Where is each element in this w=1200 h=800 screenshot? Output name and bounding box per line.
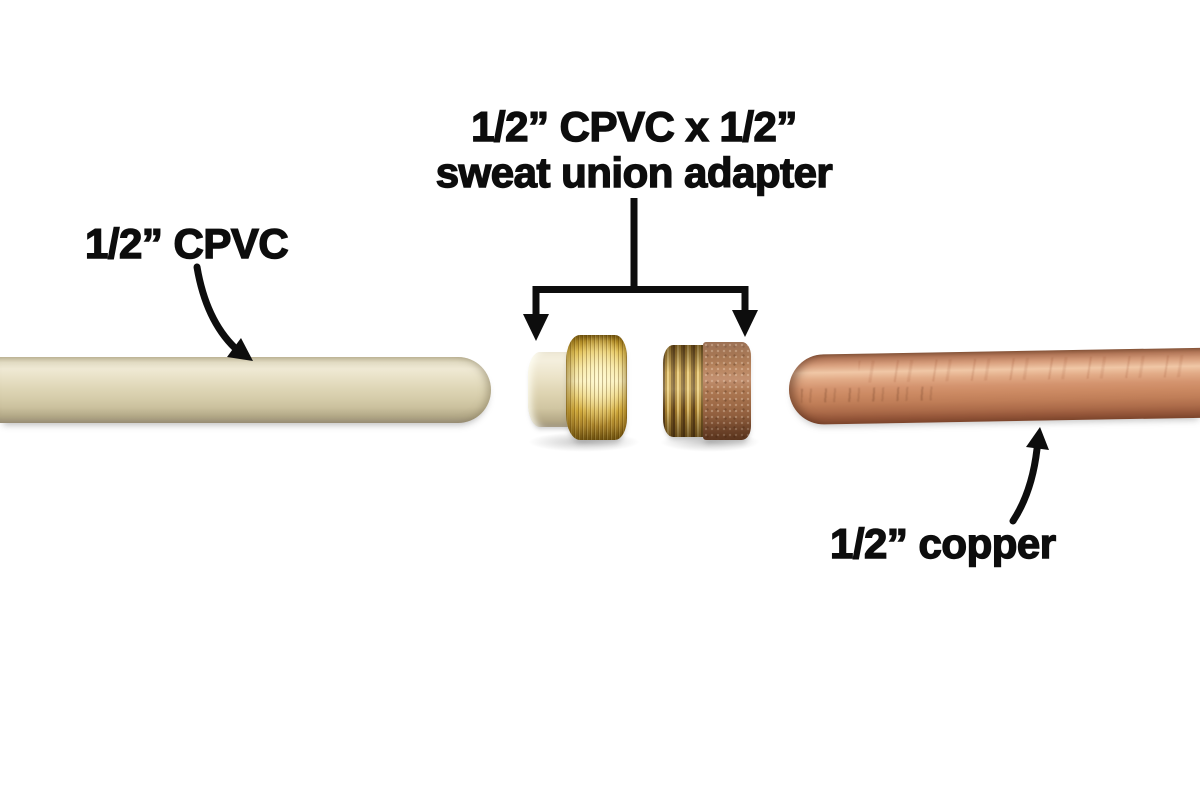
copper-pipe	[788, 347, 1200, 425]
threaded-adapter-hex-body	[703, 342, 751, 440]
copper-arrowhead-icon	[1026, 427, 1049, 450]
adapter-connector-branches	[532, 286, 749, 318]
cpvc-pipe	[0, 357, 491, 423]
adapter-label-line1: 1/2” CPVC x 1/2”	[470, 103, 798, 150]
copper-label: 1/2” copper	[829, 520, 1056, 567]
adapter-label-line2: sweat union adapter	[435, 149, 833, 196]
copper-arrow-shaft	[1009, 445, 1041, 525]
right-arrowhead-icon	[732, 310, 758, 337]
copper-pipe-markings	[858, 355, 1189, 383]
left-arrowhead-icon	[523, 314, 549, 341]
threaded-adapter-threads	[663, 345, 706, 437]
adapter-label: 1/2” CPVC x 1/2” sweat union adapter	[334, 103, 934, 196]
copper-pipe-scuffs	[800, 386, 942, 403]
cpvc-arrow-shaft	[193, 263, 239, 352]
sweat-union-nut	[566, 335, 627, 440]
cpvc-label: 1/2” CPVC	[84, 220, 289, 267]
